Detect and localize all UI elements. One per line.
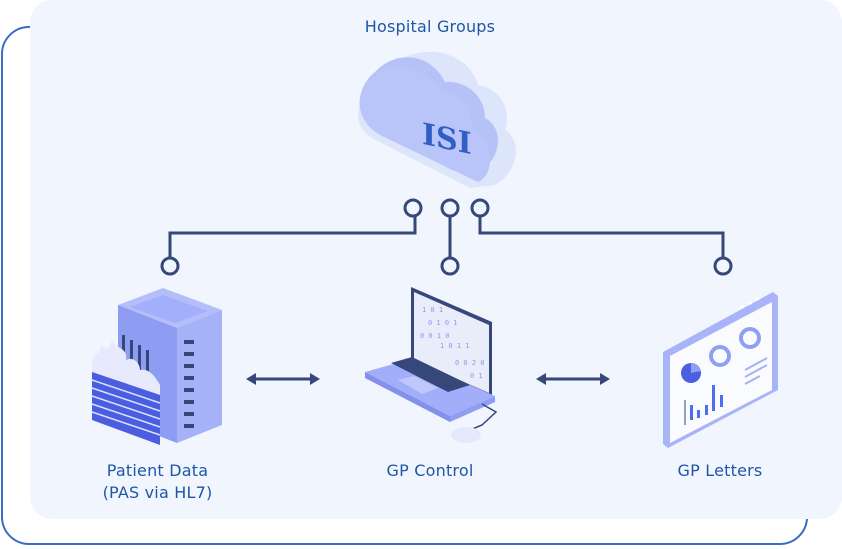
patient-data-line1: Patient Data: [106, 461, 209, 480]
port-circle: [440, 256, 460, 276]
node-label-gp-control: GP Control: [386, 461, 474, 480]
svg-text:1 0 1: 1 0 1: [422, 306, 443, 314]
port-circle: [440, 198, 460, 218]
node-label-patient-data: Patient Data (PAS via HL7): [70, 460, 245, 504]
patient-data-line2: (PAS via HL7): [102, 483, 213, 502]
svg-text:0 0 2 0: 0 0 2 0: [455, 359, 485, 367]
cloud-icon: ISI: [358, 51, 517, 188]
svg-text:0 0 1 0: 0 0 1 0: [420, 332, 450, 340]
connector-gp-letters: [478, 216, 725, 258]
server-firewall-icon: [91, 288, 222, 445]
network-connectors: [160, 198, 733, 276]
port-circle: [470, 198, 490, 218]
laptop-icon: 1 0 1 0 1 0 1 0 0 1 0 1 0 1 1 0 0 2 0 0 1: [365, 287, 498, 443]
svg-text:1 0 1 1: 1 0 1 1: [440, 342, 470, 350]
svg-text:0 1: 0 1: [470, 372, 483, 380]
hospital-groups-title: Hospital Groups: [364, 17, 496, 36]
connector-patient-data: [168, 216, 417, 258]
dashboard-screen-icon: [663, 292, 778, 448]
port-circle: [713, 256, 733, 276]
bidirectional-arrow-left: [246, 373, 320, 385]
svg-text:0 1 0 1: 0 1 0 1: [428, 319, 458, 327]
bidirectional-arrow-right: [536, 373, 610, 385]
port-circle: [403, 198, 423, 218]
port-circle: [160, 256, 180, 276]
node-label-gp-letters: GP Letters: [677, 461, 763, 480]
